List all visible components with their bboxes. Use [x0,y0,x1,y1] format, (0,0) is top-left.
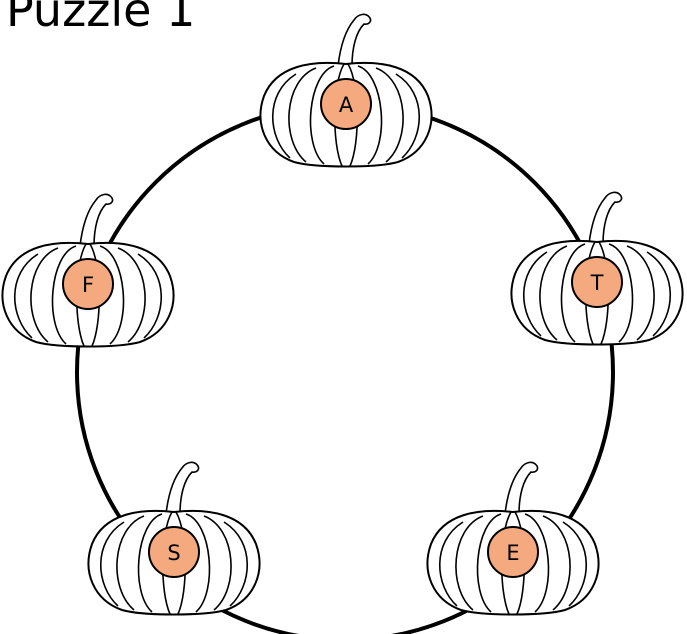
node-label-a: A [339,93,354,117]
node-label-f: F [82,273,94,297]
node-label-e: E [506,541,519,565]
pumpkin-node-t: T [512,192,683,344]
pumpkin-node-a: A [261,14,432,166]
page-title: Puzzle 1 [6,0,195,37]
pumpkin-node-s: S [89,462,260,614]
pumpkin-node-e: E [428,462,599,614]
node-label-t: T [590,271,604,295]
pumpkin-node-f: F [3,194,174,346]
node-label-s: S [167,541,180,565]
